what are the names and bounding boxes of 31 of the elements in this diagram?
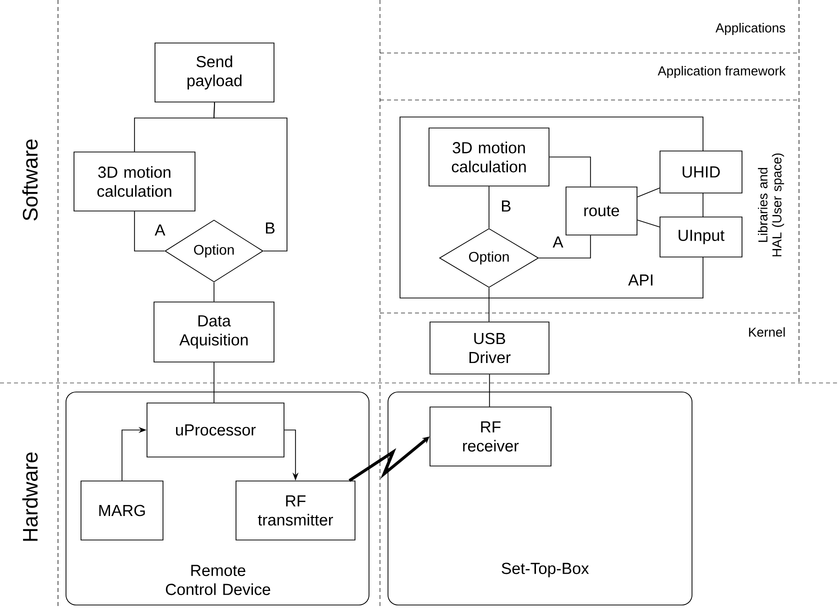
process-box: 3D motion calculation [428,128,550,186]
edge-label: B [264,222,276,234]
section-label: Software [22,140,38,220]
layer-label: Libraries and HAL (User space) [758,153,784,256]
process-box: 3D motion calculation [74,152,196,212]
layer-label: Applications [716,22,786,36]
process-box: route [566,186,638,236]
process-box: uProcessor [146,402,284,458]
connector-line [637,220,660,228]
process-box: USB Driver [430,322,550,374]
connector-line [488,186,490,228]
connector-line [134,211,165,252]
connector-line [538,235,591,258]
connector-line [489,374,490,407]
process-box: MARG [80,480,164,540]
connector-line [488,288,490,322]
edge-label: B [500,200,512,212]
edge-label: A [154,224,166,236]
process-box: RF receiver [430,406,552,466]
process-box: RF transmitter [236,480,356,540]
process-box: Send payload [154,42,274,102]
process-box: UInput [660,216,742,258]
process-box: Data Aquisition [154,302,274,362]
connector-line [214,102,288,252]
connector-line [549,156,591,187]
section-label: Hardware [22,452,38,541]
process-box: UHID [660,150,742,194]
layer-label: Application framework [658,66,786,78]
edge-label: A [552,236,564,248]
connector-line [637,188,660,198]
layer-label: Kernel [749,327,785,337]
